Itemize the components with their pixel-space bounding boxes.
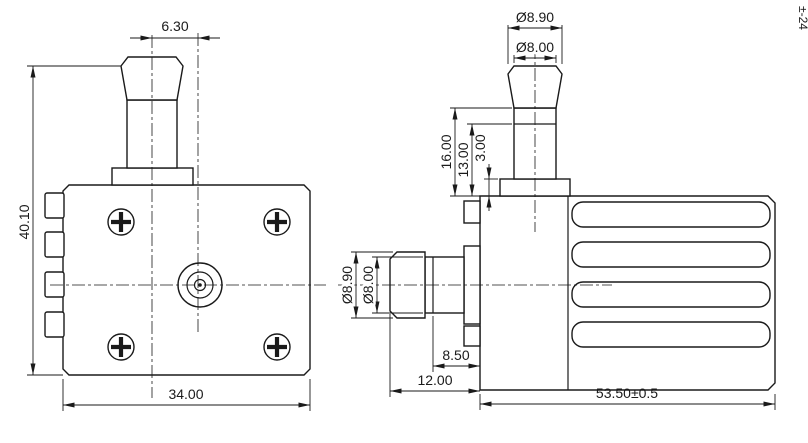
dim-outlet-base-label: 3.00 [472, 134, 488, 161]
screws-front [107, 208, 291, 361]
rib [571, 281, 771, 308]
dim-body-length-label: 53.50±0.5 [596, 385, 658, 401]
dim-inlet-od-label: Ø8.90 [339, 266, 355, 304]
dim-outlet-mid-label: 13.00 [455, 142, 471, 177]
side-view: Ø8.90 Ø8.00 16.00 13.00 3.00 Ø8.90 Ø8.00… [337, 9, 776, 410]
outlet-fitting-front [111, 56, 194, 186]
cooling-fins-front [44, 192, 65, 338]
screw [107, 208, 135, 236]
front-view: 6.30 40.10 34.00 [16, 18, 326, 411]
dimensions-side [351, 25, 776, 410]
cooling-ribs-side [571, 201, 771, 348]
fin [44, 271, 65, 298]
dim-inlet-id-label: Ø8.00 [360, 266, 376, 304]
screw [107, 333, 135, 361]
fin [44, 192, 65, 219]
centerlines-side [338, 46, 612, 286]
fin [44, 311, 65, 338]
screw [263, 208, 291, 236]
fin [44, 231, 65, 258]
dim-front-width-label: 34.00 [168, 386, 203, 402]
rib [571, 321, 771, 348]
mount-tab-bottom [463, 325, 481, 347]
mount-tab-top [463, 200, 481, 224]
rib [571, 201, 771, 228]
dim-outlet-height-label: 16.00 [438, 134, 454, 169]
dimensions-front [27, 35, 311, 411]
dim-inlet-barb-len-label: 8.50 [442, 347, 469, 363]
rib [571, 241, 771, 268]
dim-outlet-id-label: Ø8.00 [516, 39, 554, 55]
screw [263, 333, 291, 361]
sheet-corner-note: ±-24 [796, 6, 808, 30]
dim-inlet-len-label: 12.00 [417, 372, 452, 388]
dim-front-height-label: 40.10 [16, 204, 32, 239]
centerlines-front [50, 33, 326, 398]
dim-outlet-od-label: Ø8.90 [516, 9, 554, 25]
fitting-collar [111, 167, 194, 186]
dim-front-offset-label: 6.30 [161, 18, 188, 34]
